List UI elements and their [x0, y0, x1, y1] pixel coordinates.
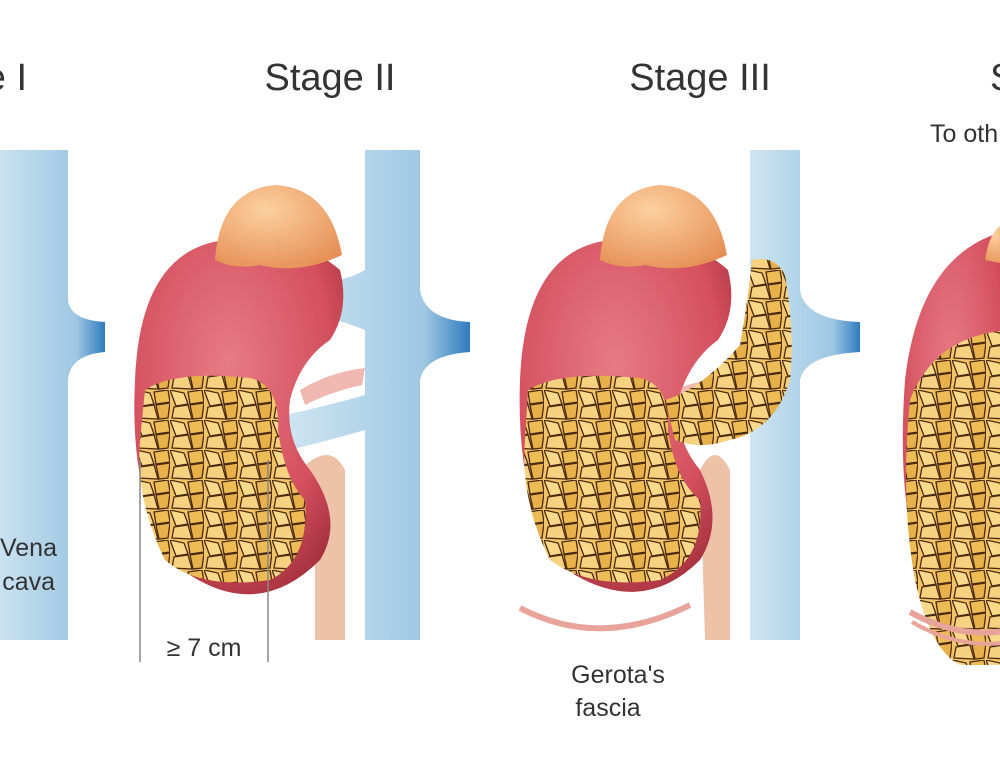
- vena-cava-label-line2: cava: [2, 568, 55, 596]
- stage2-kidney: [134, 185, 344, 595]
- stage3-tumor: [524, 375, 701, 583]
- stage4-title: Stage IV: [990, 57, 1000, 99]
- stage3-tumor-vein-extension: [665, 259, 792, 445]
- stage1-vena-cava: [0, 150, 105, 640]
- to-other-label: To oth: [930, 120, 998, 148]
- stage2-tumor: [139, 375, 306, 583]
- gerotas-fascia: [518, 602, 692, 632]
- size-label: ≥ 7 cm: [167, 634, 242, 662]
- stage3-title: Stage III: [629, 57, 771, 99]
- stage1-title: Stage I: [0, 57, 27, 99]
- stage2-adrenal-gland: [215, 185, 342, 269]
- stage2-title: Stage II: [265, 57, 396, 99]
- stage4-kidney: [902, 226, 1000, 665]
- vena-cava-label-line1: Vena: [0, 534, 57, 562]
- stage3-adrenal-gland: [600, 185, 727, 269]
- gerota-label-line1: Gerota's: [571, 661, 665, 689]
- gerota-label-line2: fascia: [575, 694, 640, 722]
- stage4-tumor: [906, 331, 1000, 665]
- size-measurement: [139, 460, 269, 662]
- stage3-kidney: [518, 185, 792, 632]
